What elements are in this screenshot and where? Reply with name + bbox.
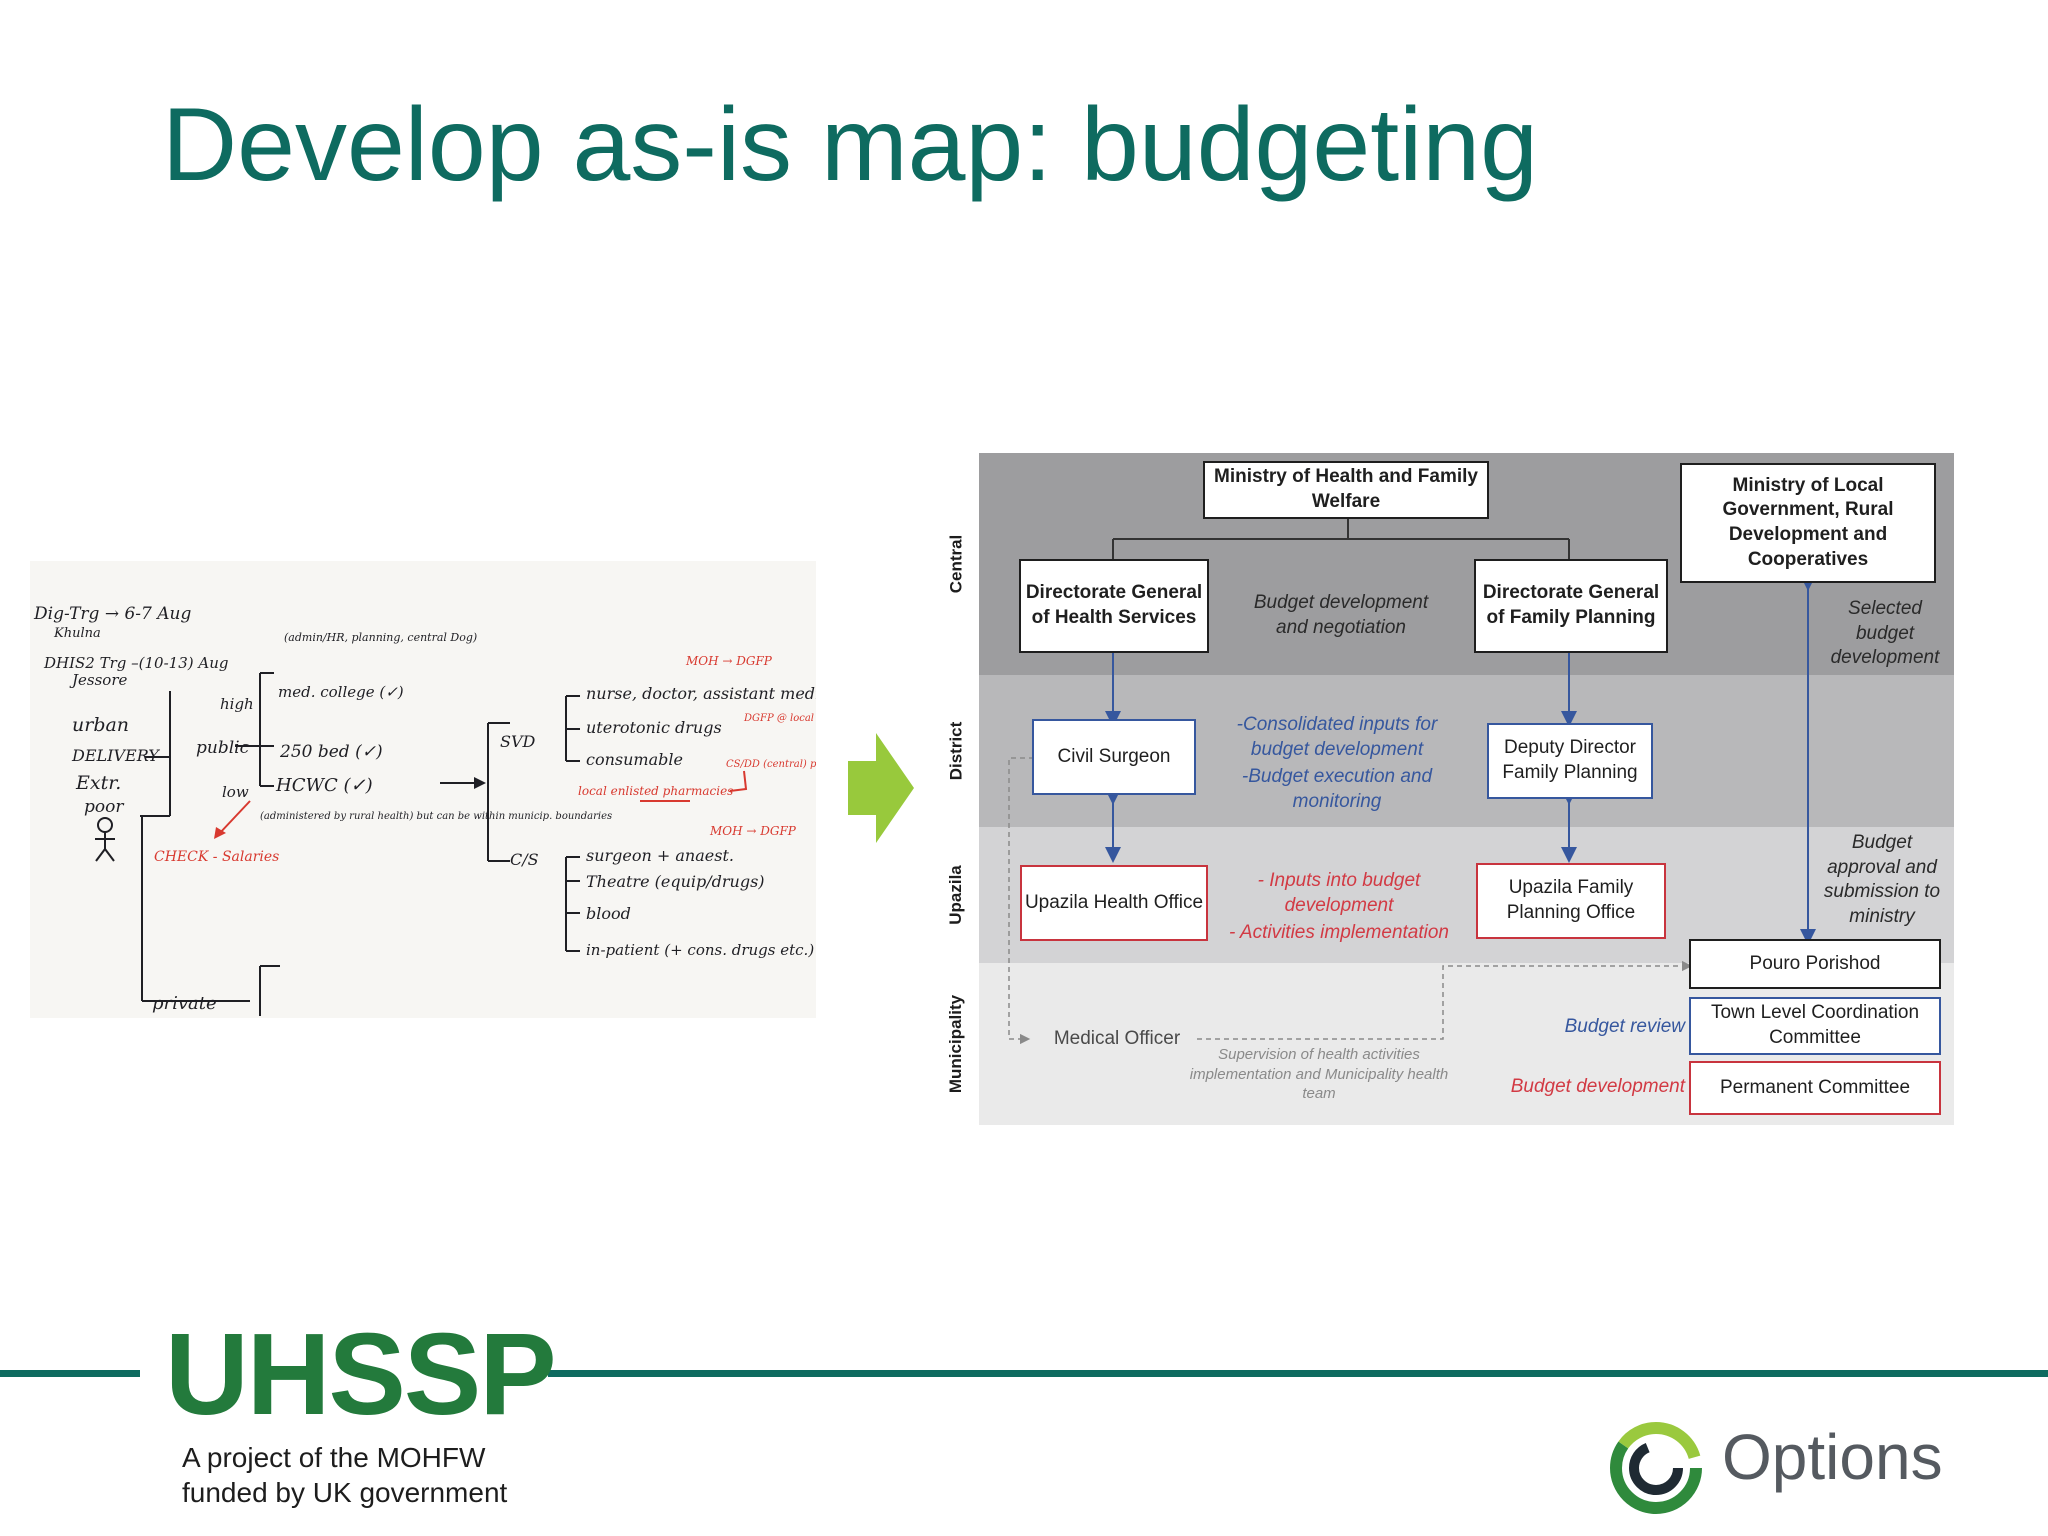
slide-title: Develop as-is map: budgeting: [162, 87, 1538, 203]
wb-line-admin-hr: (admin/HR, planning, central Dog): [284, 631, 477, 644]
level-label-municipality: Municipality: [946, 994, 966, 1094]
options-logo-icon: [1610, 1422, 1702, 1514]
uhssp-tagline-line-1: A project of the MOHFW: [182, 1442, 486, 1473]
wb-line-khulna: Khulna: [53, 626, 101, 641]
wb-line-jessore: Jessore: [69, 671, 127, 689]
note-budget-development: Budget development: [1510, 1076, 1685, 1097]
wb-line-uterotonic: uterotonic drugs: [586, 718, 722, 737]
wb-line-blood: blood: [586, 904, 631, 923]
budgeting-org-diagram: Central District Upazila Municipality: [946, 453, 1954, 1125]
wb-line-administered: (administered by rural health) but can b…: [260, 811, 612, 822]
whiteboard-photo: Dig-Trg → 6-7 Aug Khulna DHIS2 Trg –(10-…: [30, 561, 816, 1018]
label-medical-officer: Medical Officer: [1053, 1028, 1181, 1049]
wb-line-poor: poor: [84, 797, 124, 817]
uhssp-tagline-line-2: funded by UK government: [182, 1477, 508, 1508]
wb-line-low: low: [222, 783, 249, 801]
wb-line-theatre: Theatre (equip/drugs): [586, 872, 765, 891]
level-label-district: District: [946, 721, 966, 781]
note-budget-execution: -Budget execution and monitoring: [1241, 766, 1433, 812]
note-supervision: Supervision of health activities impleme…: [1189, 1046, 1449, 1102]
box-deputy-director-fp: Deputy Director Family Planning: [1487, 723, 1653, 799]
wb-line-moh-dgfp-1: MOH → DGFP: [685, 654, 773, 668]
wb-line-high: high: [220, 695, 254, 713]
note-consolidated-inputs: -Consolidated inputs for budget developm…: [1236, 714, 1438, 760]
box-town-level-committee: Town Level Coordination Committee: [1689, 997, 1941, 1055]
box-upazila-fp-office: Upazila Family Planning Office: [1476, 863, 1666, 939]
wb-line-dhis2: DHIS2 Trg –(10-13) Aug: [43, 654, 228, 672]
uhssp-logo: UHSSP: [165, 1309, 557, 1439]
uhssp-tagline: A project of the MOHFW funded by UK gove…: [182, 1440, 507, 1510]
note-budget-review: Budget review: [1564, 1016, 1685, 1037]
wb-line-cs-dd: CS/DD (central) purchased with EOK: [726, 759, 816, 770]
note-selected-budget: Selected budget development: [1830, 598, 1940, 669]
box-ministry-health: Ministry of Health and Family Welfare: [1203, 461, 1489, 519]
wb-line-local-pharmacies: local enlisted pharmacies: [578, 784, 733, 798]
wb-line-nurse-doctor: nurse, doctor, assistant medical: [586, 684, 816, 703]
level-label-upazila: Upazila: [946, 865, 965, 925]
wb-line-consumable: consumable: [586, 750, 683, 769]
wb-line-check-salaries: CHECK - Salaries: [154, 849, 279, 865]
options-wordmark: Options: [1722, 1421, 1943, 1493]
note-activities-implementation: - Activities implementation: [1229, 922, 1449, 943]
box-civil-surgeon: Civil Surgeon: [1032, 719, 1196, 795]
wb-line-surgeon: surgeon + anaest.: [586, 846, 734, 865]
whiteboard-sketch: Dig-Trg → 6-7 Aug Khulna DHIS2 Trg –(10-…: [33, 604, 816, 1016]
wb-line-delivery: DELIVERY: [71, 746, 160, 765]
footer-divider-left: [0, 1370, 140, 1377]
wb-line-in-patient: in-patient (+ cons. drugs etc.): [586, 941, 814, 959]
wb-line-dgfp-local: DGFP @ local level: [743, 713, 816, 724]
note-budget-negotiation: Budget development and negotiation: [1253, 592, 1429, 638]
wb-line-hcwc: HCWC (✓): [275, 775, 373, 796]
note-inputs-budget: - Inputs into budget development: [1257, 870, 1421, 916]
box-dg-family-planning: Directorate General of Family Planning: [1474, 559, 1668, 653]
box-pouro-porishod: Pouro Porishod: [1689, 939, 1941, 989]
wb-line-moh-dgfp-2: MOH → DGFP: [709, 824, 797, 838]
wb-line-dig-trg: Dig-Trg → 6-7 Aug: [33, 604, 191, 624]
wb-line-250-bed: 250 bed (✓): [279, 742, 383, 762]
note-budget-approval: Budget approval and submission to minist…: [1823, 832, 1941, 928]
box-permanent-committee: Permanent Committee: [1689, 1061, 1941, 1115]
box-upazila-health-office: Upazila Health Office: [1020, 865, 1208, 941]
diagram-connectors: [1008, 517, 1816, 1045]
box-dg-health-services: Directorate General of Health Services: [1019, 559, 1209, 653]
wb-line-cs: C/S: [510, 850, 539, 869]
level-label-central: Central: [946, 534, 966, 594]
wb-line-extr: Extr.: [75, 772, 121, 794]
wb-line-public: public: [196, 738, 250, 758]
wb-line-urban: urban: [72, 714, 129, 736]
wb-line-svd: SVD: [500, 732, 536, 751]
box-ministry-local-government: Ministry of Local Government, Rural Deve…: [1680, 463, 1936, 583]
wb-line-med-college: med. college (✓): [278, 683, 404, 701]
right-arrow-icon: [848, 733, 914, 843]
footer-divider-right: [548, 1370, 2048, 1377]
wb-line-private: private: [152, 993, 217, 1014]
